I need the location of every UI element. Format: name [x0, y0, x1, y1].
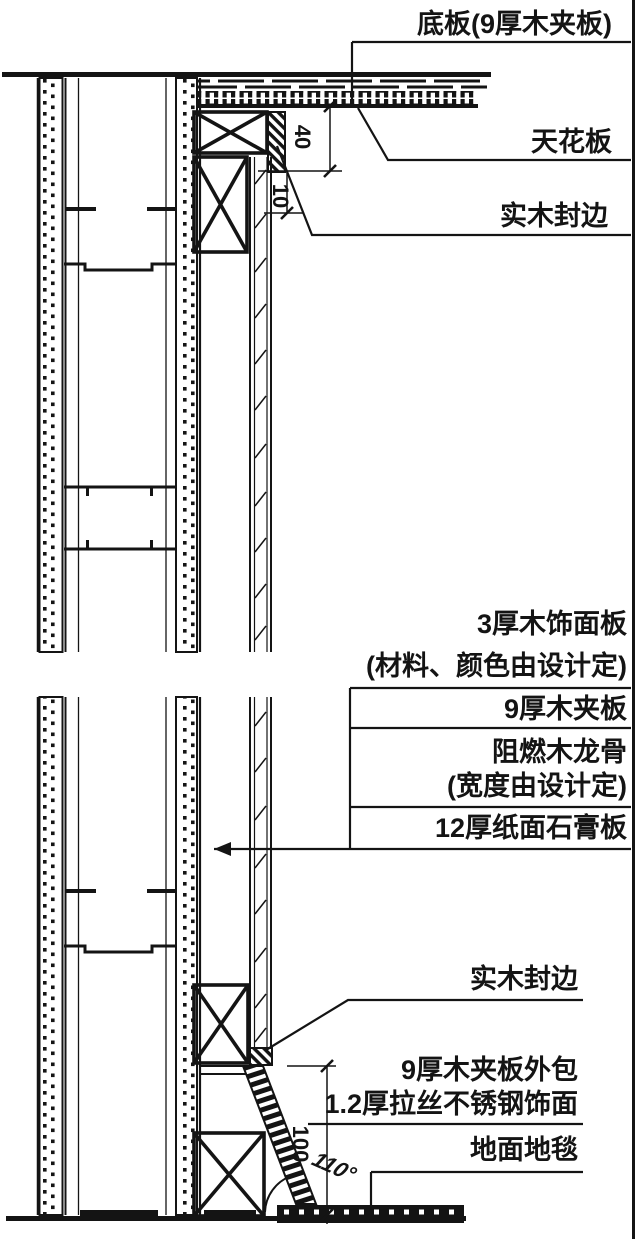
wood-blocking-upper — [192, 110, 269, 254]
dimension-100-angle — [264, 1059, 336, 1224]
label-solid-wood-edge-bottom: 实木封边 — [470, 964, 578, 994]
sheet-border-right — [632, 0, 635, 1239]
label-veneer-line1: 3厚木饰面板 — [476, 609, 627, 639]
wall-left-lower — [36, 696, 256, 1216]
wood-blocking-lower — [192, 983, 266, 1218]
label-keel-line2: (宽度由设计定) — [447, 771, 627, 801]
label-skirting-line2: 1.2厚拉丝不锈钢饰面 — [324, 1089, 578, 1119]
label-ceiling: 天花板 — [531, 127, 612, 157]
leader-lines — [214, 40, 631, 1210]
label-skirting-line1: 9厚木夹板外包 — [400, 1055, 578, 1085]
label-plywood9: 9厚木夹板 — [503, 694, 627, 724]
label-solid-wood-edge-top: 实木封边 — [500, 201, 608, 231]
skirting-slope — [241, 1065, 318, 1205]
label-veneer-line2: (材料、颜色由设计定) — [366, 651, 627, 681]
label-keel-line1: 阻燃木龙骨 — [492, 737, 627, 767]
panel-lower — [249, 697, 272, 1048]
ceiling-assembly — [2, 72, 491, 108]
dim-40-text: 40 — [290, 124, 315, 150]
label-gypsum12: 12厚纸面石膏板 — [434, 813, 627, 843]
label-bottom-plate: 底板(9厚木夹板) — [417, 9, 612, 39]
dimension-40-10 — [258, 99, 342, 220]
wall-left-upper — [36, 77, 202, 653]
edge-band-bottom — [249, 1047, 273, 1066]
panel-upper — [249, 157, 272, 652]
label-floor-carpet: 地面地毯 — [470, 1135, 578, 1165]
dim-10-text: 10 — [268, 183, 293, 209]
